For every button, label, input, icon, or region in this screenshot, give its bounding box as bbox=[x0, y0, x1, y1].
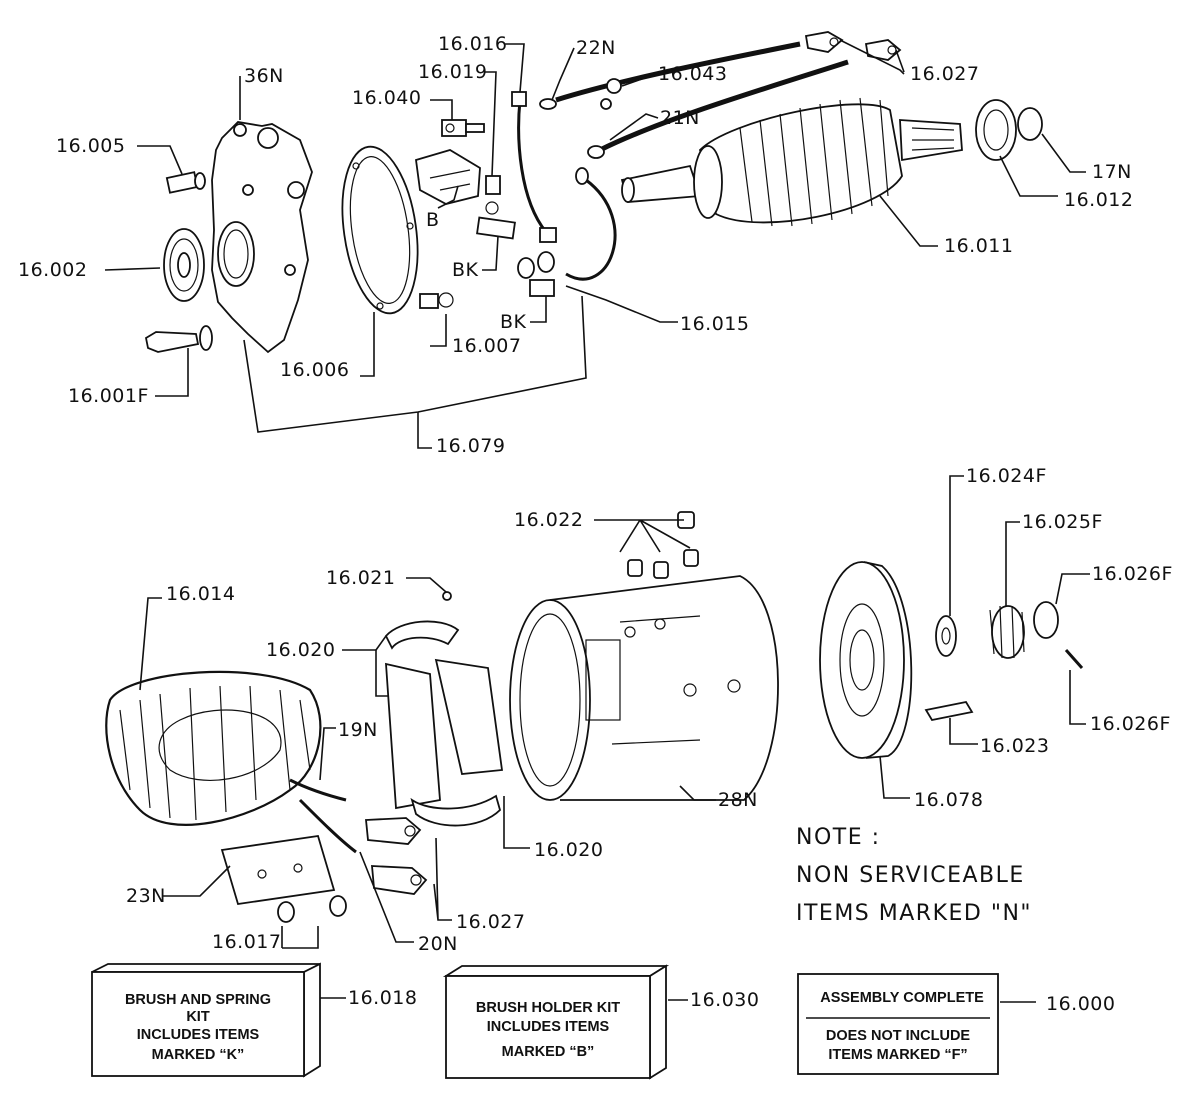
armature-part bbox=[620, 97, 963, 227]
assembly-complete-box: ASSEMBLY COMPLETE DOES NOT INCLUDE ITEMS… bbox=[797, 973, 999, 1075]
assembly-line-2: DOES NOT INCLUDE bbox=[826, 1028, 971, 1044]
part-number-labels: 16.005 36N 16.002 16.001F 16.006 16.079 … bbox=[18, 33, 1173, 1015]
label-bk-1: BK bbox=[452, 259, 479, 281]
label-16-011: 16.011 bbox=[944, 235, 1013, 257]
brush-holder-line-1: BRUSH HOLDER KIT bbox=[476, 1000, 620, 1016]
terminal-lugs-lower-part bbox=[365, 817, 428, 895]
brush-holder-part bbox=[415, 119, 516, 309]
brush-spring-line-1: BRUSH AND SPRING bbox=[125, 992, 271, 1008]
field-coil-part bbox=[105, 670, 357, 854]
bearing-part bbox=[163, 228, 205, 302]
brush-spring-line-3: INCLUDES ITEMS bbox=[137, 1027, 260, 1043]
label-16-027-bottom: 16.027 bbox=[456, 911, 525, 933]
label-23n: 23N bbox=[126, 885, 166, 907]
lead-wires-part bbox=[511, 41, 849, 297]
label-28n: 28N bbox=[718, 789, 758, 811]
label-16-001f: 16.001F bbox=[68, 385, 149, 407]
label-16-022: 16.022 bbox=[514, 509, 583, 531]
label-16-012: 16.012 bbox=[1064, 189, 1133, 211]
label-16-005: 16.005 bbox=[56, 135, 125, 157]
label-16-015: 16.015 bbox=[680, 313, 749, 335]
label-16-006: 16.006 bbox=[280, 359, 349, 381]
brushes-part bbox=[627, 511, 699, 579]
pinion-assembly-part bbox=[924, 601, 1084, 722]
label-16-007: 16.007 bbox=[452, 335, 521, 357]
label-21n: 21N bbox=[660, 107, 700, 129]
gasket-ring-part bbox=[341, 145, 419, 315]
label-16-079: 16.079 bbox=[436, 435, 505, 457]
label-22n: 22N bbox=[576, 37, 616, 59]
label-16-026f-b: 16.026F bbox=[1090, 713, 1171, 735]
brush-spring-kit-box: BRUSH AND SPRING KIT INCLUDES ITEMS MARK… bbox=[91, 962, 321, 1078]
label-16-019: 16.019 bbox=[418, 61, 487, 83]
bolt-part bbox=[144, 325, 213, 353]
label-16-002: 16.002 bbox=[18, 259, 87, 281]
label-16-021: 16.021 bbox=[326, 567, 395, 589]
label-17n: 17N bbox=[1092, 161, 1132, 183]
label-16-000: 16.000 bbox=[1046, 993, 1115, 1015]
label-16-020-a: 16.020 bbox=[266, 639, 335, 661]
label-16-026f-a: 16.026F bbox=[1092, 563, 1173, 585]
label-19n: 19N bbox=[338, 719, 378, 741]
brush-spring-line-2: KIT bbox=[186, 1009, 210, 1025]
note-line-2: NON SERVICEABLE bbox=[796, 863, 1025, 888]
assembly-line-3: ITEMS MARKED “F” bbox=[828, 1047, 967, 1063]
pole-shoes-part bbox=[384, 591, 504, 827]
label-16-078: 16.078 bbox=[914, 789, 983, 811]
label-16-030: 16.030 bbox=[690, 989, 759, 1011]
label-16-043: 16.043 bbox=[658, 63, 727, 85]
label-36n: 36N bbox=[244, 65, 284, 87]
label-16-027-top: 16.027 bbox=[910, 63, 979, 85]
note-line-1: NOTE : bbox=[796, 825, 881, 850]
note-block: NOTE : NON SERVICEABLE ITEMS MARKED "N" bbox=[796, 825, 1032, 926]
label-16-014: 16.014 bbox=[166, 583, 235, 605]
brush-holder-line-3: MARKED “B” bbox=[502, 1044, 595, 1060]
brush-holder-line-2: INCLUDES ITEMS bbox=[487, 1019, 610, 1035]
label-16-024f: 16.024F bbox=[966, 465, 1047, 487]
label-16-020-b: 16.020 bbox=[534, 839, 603, 861]
assembly-line-1: ASSEMBLY COMPLETE bbox=[820, 990, 984, 1006]
label-16-040: 16.040 bbox=[352, 87, 421, 109]
label-b: B bbox=[426, 209, 440, 231]
leader-lines bbox=[104, 39, 1090, 1003]
end-bearing-part bbox=[975, 99, 1043, 161]
note-line-3: ITEMS MARKED "N" bbox=[796, 901, 1032, 926]
label-20n: 20N bbox=[418, 933, 458, 955]
label-16-016: 16.016 bbox=[438, 33, 507, 55]
label-16-017: 16.017 bbox=[212, 931, 281, 953]
brush-holder-kit-box: BRUSH HOLDER KIT INCLUDES ITEMS MARKED “… bbox=[442, 964, 670, 1080]
screw-part bbox=[165, 171, 206, 194]
end-plate-part bbox=[211, 121, 313, 354]
brush-spring-line-4: MARKED “K” bbox=[152, 1047, 245, 1063]
label-16-025f: 16.025F bbox=[1022, 511, 1103, 533]
end-bell-part bbox=[819, 561, 913, 759]
terminal-block-part bbox=[220, 834, 347, 923]
label-16-018: 16.018 bbox=[348, 987, 417, 1009]
label-bk-2: BK bbox=[500, 311, 527, 333]
motor-housing-part bbox=[509, 575, 779, 801]
label-16-023: 16.023 bbox=[980, 735, 1049, 757]
